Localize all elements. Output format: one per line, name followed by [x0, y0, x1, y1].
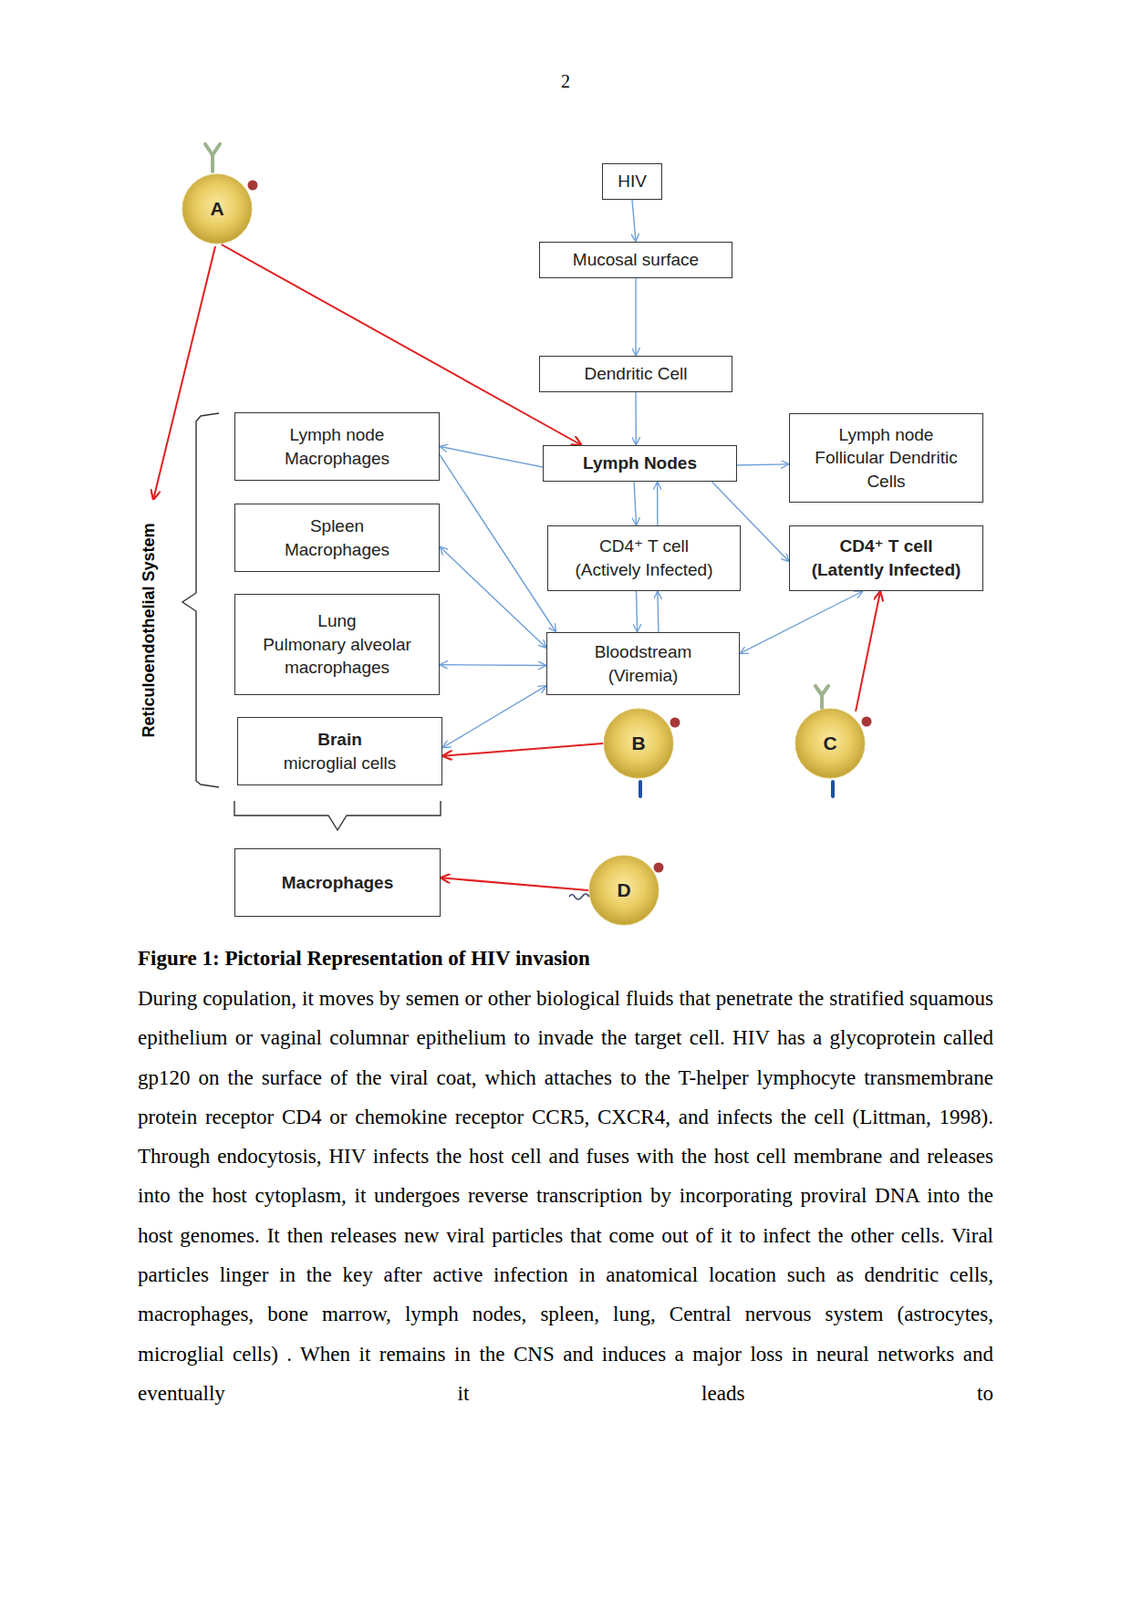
process-box: Bloodstream(Viremia): [546, 632, 740, 696]
node-text: Spleen: [310, 514, 364, 539]
node-text: A: [209, 196, 224, 222]
node-text: Lymph Nodes: [582, 451, 697, 476]
red-dot: [670, 717, 681, 728]
tail-symbol: [569, 893, 590, 900]
node-text: microglial cells: [283, 751, 397, 776]
node-text: (Latently Infected): [811, 558, 962, 582]
flow-arrow: [634, 392, 637, 446]
node-text: Bloodstream: [594, 640, 693, 665]
cell-circle: D: [588, 854, 660, 926]
flow-arrow: [656, 481, 659, 526]
receptor-symbol: [815, 685, 829, 708]
node-text: Mucosal surface: [572, 248, 699, 272]
node-text: HIV: [617, 169, 647, 194]
node-text: C: [822, 730, 837, 757]
process-box: SpleenMacrophages: [234, 503, 440, 572]
node-text: Pulmonary alveolar macrophages: [246, 633, 428, 680]
node-text: Macrophages: [284, 538, 390, 562]
body-paragraph: During copulation, it moves by semen or …: [137, 978, 994, 1413]
process-box: Brainmicroglial cells: [237, 716, 443, 786]
flow-arrow: [439, 455, 557, 634]
node-text: Macrophages: [281, 871, 394, 895]
process-box: LungPulmonary alveolar macrophages: [234, 593, 440, 696]
node-text: (Viremia): [608, 664, 679, 688]
red-arrow: [442, 743, 603, 757]
node-text: Brain: [317, 727, 363, 752]
flow-arrow: [439, 664, 547, 666]
stub-symbol: [830, 781, 835, 797]
bottom-bracket: [234, 800, 441, 831]
stub-symbol: [638, 781, 643, 797]
process-box: Dendritic Cell: [539, 355, 733, 393]
receptor-symbol: [205, 144, 220, 172]
flow-arrow: [634, 278, 636, 356]
flow-arrow: [739, 591, 863, 654]
node-text: Dendritic Cell: [584, 362, 688, 386]
node-text: (Actively Infected): [575, 558, 714, 582]
node-text: Lymph node: [839, 423, 935, 447]
flow-arrow: [632, 199, 636, 242]
vertical-label: Reticuloendothelial System: [137, 493, 160, 768]
flow-arrow: [439, 446, 543, 468]
flow-arrow: [657, 591, 659, 633]
node-text: Lymph node Macrophages: [246, 423, 428, 470]
cell-circle: C: [794, 707, 866, 779]
cell-body: [182, 174, 252, 244]
flow-arrow: [439, 546, 547, 648]
flow-arrow: [737, 464, 790, 466]
cell-body: [795, 708, 865, 779]
node-text: Follicular Dendritic Cells: [800, 446, 972, 493]
process-box: CD4⁺ T cell(Actively Infected): [547, 525, 741, 592]
node-text: Lung: [317, 609, 356, 634]
red-arrow: [855, 591, 881, 712]
process-box: CD4⁺ T cell(Latently Infected): [789, 525, 984, 592]
red-dot: [654, 862, 665, 873]
curly-bracket: [182, 413, 219, 788]
process-box: Macrophages: [234, 848, 441, 917]
node-text: B: [631, 730, 645, 757]
red-arrow: [153, 246, 216, 500]
cell-decorations: [205, 144, 873, 900]
red-dot: [248, 180, 259, 191]
process-box: Lymph node Macrophages: [234, 412, 440, 481]
flow-arrow: [633, 481, 636, 526]
red-arrow: [440, 877, 589, 891]
node-text: CD4⁺ T cell: [599, 534, 689, 559]
page-number: 2: [547, 71, 584, 93]
node-text: D: [616, 877, 631, 904]
process-box: Lymph Nodes: [542, 445, 738, 482]
process-box: Mucosal surface: [539, 241, 733, 279]
figure-caption: Figure 1: Pictorial Representation of HI…: [137, 945, 994, 973]
red-dot: [861, 716, 873, 727]
cell-circle: A: [181, 173, 253, 245]
cell-body: [589, 855, 659, 925]
node-text: CD4⁺ T cell: [840, 534, 934, 559]
flow-arrow: [636, 591, 638, 633]
flow-arrow: [442, 685, 547, 748]
cell-body: [603, 708, 674, 779]
cell-circle: B: [602, 707, 675, 779]
process-box: HIV: [602, 163, 663, 200]
process-box: Lymph nodeFollicular Dendritic Cells: [789, 413, 984, 503]
